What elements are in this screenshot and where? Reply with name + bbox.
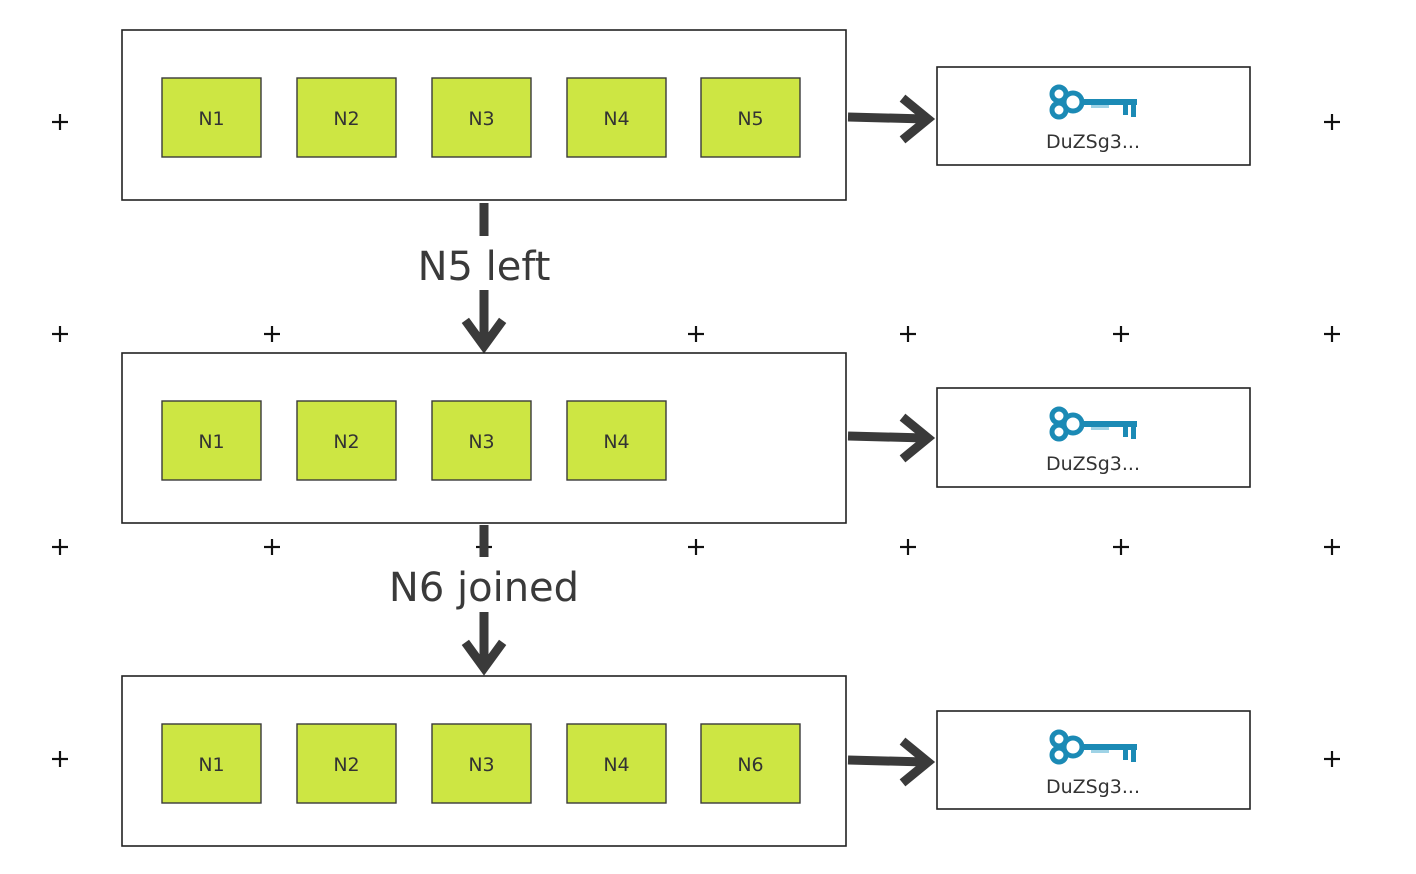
plus-marker-icon xyxy=(1113,326,1129,342)
plus-marker-icon xyxy=(1324,751,1340,767)
node-box xyxy=(700,77,801,158)
plus-marker-icon xyxy=(264,326,280,342)
key-box: DuZSg3... xyxy=(936,66,1251,166)
node-n3: N3 xyxy=(431,77,532,158)
node-box xyxy=(296,400,397,481)
node-box xyxy=(431,400,532,481)
node-label: N1 xyxy=(198,431,224,453)
transition-1: N5 left xyxy=(418,203,551,354)
node-n1: N1 xyxy=(161,723,262,804)
plus-marker-icon xyxy=(52,539,68,555)
node-label: N3 xyxy=(468,108,494,130)
node-n2: N2 xyxy=(296,723,397,804)
plus-marker-icon xyxy=(1324,114,1340,130)
cluster-state-3: N1 N2 N3 N4 N6 DuZSg3... xyxy=(121,675,1251,847)
cluster-state-2: N1 N2 N3 N4 DuZSg3... xyxy=(121,352,1251,524)
node-label: N5 xyxy=(737,108,763,130)
key-label: DuZSg3... xyxy=(1046,131,1140,153)
node-label: N3 xyxy=(468,431,494,453)
node-n1: N1 xyxy=(161,77,262,158)
node-label: N4 xyxy=(603,431,629,453)
node-box xyxy=(161,77,262,158)
node-box xyxy=(566,400,667,481)
transition-label: N5 left xyxy=(418,244,551,290)
node-label: N2 xyxy=(333,108,359,130)
node-label: N2 xyxy=(333,431,359,453)
key-label: DuZSg3... xyxy=(1046,776,1140,798)
node-label: N6 xyxy=(737,754,763,776)
node-n5: N5 xyxy=(700,77,801,158)
node-box xyxy=(431,723,532,804)
node-n4: N4 xyxy=(566,77,667,158)
plus-marker-icon xyxy=(900,326,916,342)
node-n6: N6 xyxy=(700,723,801,804)
node-n4: N4 xyxy=(566,400,667,481)
node-label: N1 xyxy=(198,754,224,776)
key-arrow xyxy=(847,94,936,144)
transition-2: N6 joined xyxy=(389,525,579,676)
key-box: DuZSg3... xyxy=(936,710,1251,810)
plus-marker-icon xyxy=(264,539,280,555)
node-box xyxy=(700,723,801,804)
node-box xyxy=(296,723,397,804)
plus-marker-icon xyxy=(52,114,68,130)
plus-marker-icon xyxy=(52,326,68,342)
node-box xyxy=(566,723,667,804)
key-arrow xyxy=(847,737,936,787)
node-box xyxy=(296,77,397,158)
node-n3: N3 xyxy=(431,400,532,481)
node-n3: N3 xyxy=(431,723,532,804)
key-box: DuZSg3... xyxy=(936,387,1251,488)
node-box xyxy=(161,723,262,804)
node-label: N2 xyxy=(333,754,359,776)
node-box xyxy=(566,77,667,158)
node-box xyxy=(431,77,532,158)
node-n2: N2 xyxy=(296,400,397,481)
node-label: N1 xyxy=(198,108,224,130)
node-n4: N4 xyxy=(566,723,667,804)
node-n2: N2 xyxy=(296,77,397,158)
cluster-state-1: N1 N2 N3 N4 N5 DuZSg3... xyxy=(121,29,1251,201)
node-n1: N1 xyxy=(161,400,262,481)
plus-marker-icon xyxy=(1324,326,1340,342)
key-arrow xyxy=(847,413,936,463)
plus-marker-icon xyxy=(688,539,704,555)
transition-label: N6 joined xyxy=(389,565,579,611)
grid-markers xyxy=(52,114,1340,767)
key-container xyxy=(936,66,1251,166)
key-container xyxy=(936,710,1251,810)
plus-marker-icon xyxy=(52,751,68,767)
node-label: N4 xyxy=(603,108,629,130)
key-label: DuZSg3... xyxy=(1046,453,1140,475)
plus-marker-icon xyxy=(900,539,916,555)
plus-marker-icon xyxy=(1113,539,1129,555)
node-box xyxy=(161,400,262,481)
node-label: N4 xyxy=(603,754,629,776)
node-label: N3 xyxy=(468,754,494,776)
plus-marker-icon xyxy=(1324,539,1340,555)
key-container xyxy=(936,387,1251,488)
plus-marker-icon xyxy=(688,326,704,342)
